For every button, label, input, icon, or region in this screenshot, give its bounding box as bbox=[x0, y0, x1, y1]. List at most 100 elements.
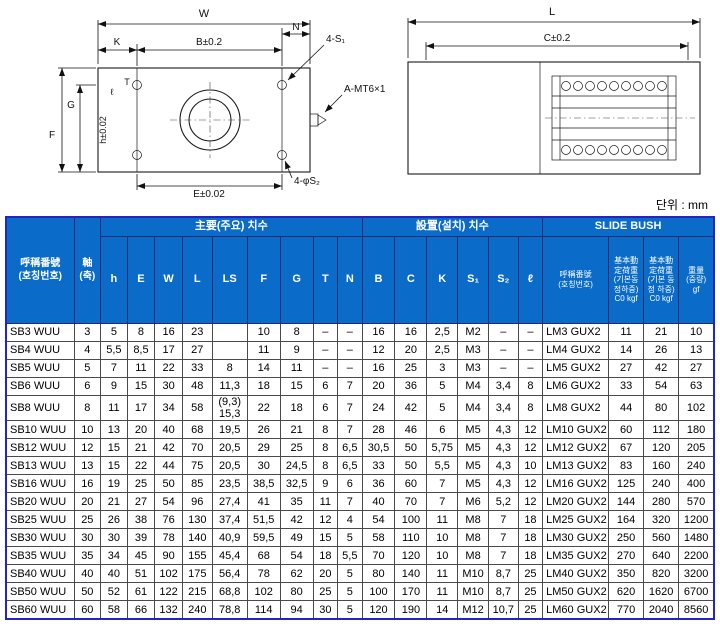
table-cell: SB16 WUU bbox=[5, 474, 75, 494]
dim-label-w: W bbox=[199, 8, 210, 20]
table-cell: 11 bbox=[246, 341, 281, 360]
table-cell: 570 bbox=[678, 492, 715, 512]
table-cell: 2,5 bbox=[426, 323, 459, 342]
table-cell: 60 bbox=[608, 420, 645, 440]
table-cell: 30 bbox=[73, 528, 102, 548]
table-cell: M6 bbox=[457, 492, 489, 512]
table-cell: 320 bbox=[643, 510, 680, 530]
table-cell: 5,5 bbox=[100, 341, 128, 360]
table-cell: 13 bbox=[100, 420, 128, 440]
table-cell: 49 bbox=[279, 528, 314, 548]
table-cell: 21 bbox=[279, 420, 314, 440]
dim-label-ell: ℓ bbox=[111, 87, 115, 97]
table-cell: 12 bbox=[312, 510, 339, 530]
grease-nipple-icon bbox=[309, 113, 327, 127]
table-cell: 102 bbox=[678, 394, 715, 422]
table-cell: 36 bbox=[394, 377, 428, 396]
table-cell: 170 bbox=[394, 582, 428, 602]
table-cell: 7 bbox=[487, 546, 519, 566]
table-cell: 4 bbox=[73, 341, 102, 360]
table-cell: 620 bbox=[608, 582, 645, 602]
table-cell: 120 bbox=[643, 438, 680, 458]
table-cell: 5 bbox=[426, 377, 459, 396]
dim-label-t: T bbox=[124, 77, 130, 87]
table-cell: 250 bbox=[608, 528, 645, 548]
table-cell: – bbox=[517, 323, 544, 342]
table-cell: 144 bbox=[608, 492, 645, 512]
table-cell: 50 bbox=[154, 474, 183, 494]
table-cell: 62 bbox=[279, 564, 314, 584]
table-cell: M8 bbox=[457, 510, 489, 530]
table-cell: 25 bbox=[126, 474, 156, 494]
table-cell: 96 bbox=[181, 492, 213, 512]
table-cell: 33 bbox=[608, 377, 645, 396]
table-cell: LM35 GUX2 bbox=[542, 546, 610, 566]
table-cell: SB30 WUU bbox=[5, 528, 75, 548]
dim-label-b: B±0.2 bbox=[196, 37, 222, 48]
table-cell: 22 bbox=[126, 456, 156, 476]
table-cell: LM4 GUX2 bbox=[542, 341, 610, 360]
table-cell: 10 bbox=[517, 456, 544, 476]
table-cell: M2 bbox=[457, 323, 489, 342]
table-cell: 100 bbox=[361, 582, 396, 602]
table-cell: 6 bbox=[312, 377, 339, 396]
table-cell: 30 bbox=[312, 600, 339, 620]
table-cell: 3,4 bbox=[487, 377, 519, 396]
table-cell: 4,3 bbox=[487, 420, 519, 440]
column-header: h bbox=[100, 236, 128, 324]
table-cell: 33 bbox=[361, 456, 396, 476]
table-cell: 54 bbox=[361, 510, 396, 530]
table-cell: 39 bbox=[126, 528, 156, 548]
table-cell: 270 bbox=[608, 546, 645, 566]
table-cell: 15 bbox=[279, 377, 314, 396]
table-cell: 32,5 bbox=[279, 474, 314, 494]
spec-table: 呼稱番號 (호칭번호) 軸 (축) 主要(주요) 치수 設置(설치) 치수 SL… bbox=[5, 216, 715, 621]
table-cell: 35 bbox=[279, 492, 314, 512]
table-cell: LM40 GUX2 bbox=[542, 564, 610, 584]
table-cell: 18 bbox=[279, 394, 314, 422]
table-cell: 205 bbox=[678, 438, 715, 458]
dim-label-f: F bbox=[49, 130, 55, 141]
table-cell: 90 bbox=[154, 546, 183, 566]
table-cell: 42 bbox=[643, 359, 680, 378]
table-cell: 12 bbox=[517, 438, 544, 458]
table-cell: 20 bbox=[73, 492, 102, 512]
table-cell: 26 bbox=[100, 510, 128, 530]
table-cell: 7 bbox=[337, 377, 363, 396]
table-cell: 78 bbox=[246, 564, 281, 584]
table-cell: 18 bbox=[517, 546, 544, 566]
table-cell: 30 bbox=[154, 377, 183, 396]
table-cell: 140 bbox=[394, 564, 428, 584]
table-cell: SB3 WUU bbox=[5, 323, 75, 342]
table-cell: – bbox=[312, 359, 339, 378]
table-cell: 1620 bbox=[643, 582, 680, 602]
table-cell: 54 bbox=[154, 492, 183, 512]
table-cell: 51,5 bbox=[246, 510, 281, 530]
table-cell: 8 bbox=[312, 456, 339, 476]
table-cell: 16 bbox=[361, 323, 396, 342]
table-cell: 13 bbox=[678, 341, 715, 360]
table-cell: 58 bbox=[181, 394, 213, 422]
column-header: T bbox=[312, 236, 339, 324]
table-cell: (9,3) 15,3 bbox=[211, 394, 248, 422]
table-cell: 80 bbox=[279, 582, 314, 602]
table-cell: M5 bbox=[457, 438, 489, 458]
table-cell: 6700 bbox=[678, 582, 715, 602]
table-cell bbox=[211, 323, 248, 342]
table-cell: SB12 WUU bbox=[5, 438, 75, 458]
table-cell: 52 bbox=[100, 582, 128, 602]
table-cell: 5,5 bbox=[337, 546, 363, 566]
table-cell: 17 bbox=[126, 394, 156, 422]
table-cell: 51 bbox=[126, 564, 156, 584]
table-cell: 122 bbox=[154, 582, 183, 602]
dim-label-l: L bbox=[549, 6, 555, 18]
spec-table-head: 呼稱番號 (호칭번호) 軸 (축) 主要(주요) 치수 設置(설치) 치수 SL… bbox=[5, 216, 715, 324]
table-cell: 12 bbox=[361, 341, 396, 360]
table-cell: 27,4 bbox=[211, 492, 248, 512]
header-group-install-dimensions: 設置(설치) 치수 bbox=[361, 216, 544, 237]
table-cell: 15 bbox=[312, 528, 339, 548]
